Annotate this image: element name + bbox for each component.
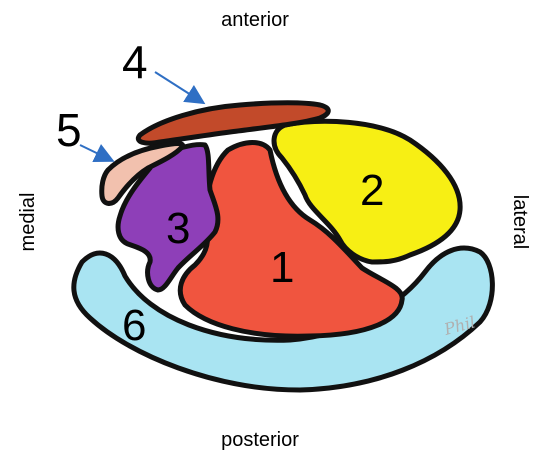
region-3-shape: [115, 142, 221, 293]
region-4-label: 4: [122, 36, 148, 88]
region-6-shape: [71, 245, 495, 393]
orientation-posterior: posterior: [221, 429, 299, 451]
region-2-shape: [271, 118, 463, 265]
orientation-medial: medial: [17, 193, 39, 252]
region-1-label: 1: [270, 243, 294, 292]
orientation-anterior: anterior: [221, 9, 289, 31]
region-4-shape: [135, 100, 331, 146]
callout-5-arrow: [79, 144, 115, 163]
region-6-label: 6: [122, 301, 146, 350]
region-3-label: 3: [166, 204, 190, 253]
region-5-label: 5: [56, 104, 82, 156]
orientation-lateral: lateral: [509, 195, 531, 249]
region-5-shape: [99, 141, 186, 206]
region-1-shape: [177, 140, 405, 339]
region-2-label: 2: [360, 166, 384, 215]
callout-4-arrow: [154, 71, 206, 105]
